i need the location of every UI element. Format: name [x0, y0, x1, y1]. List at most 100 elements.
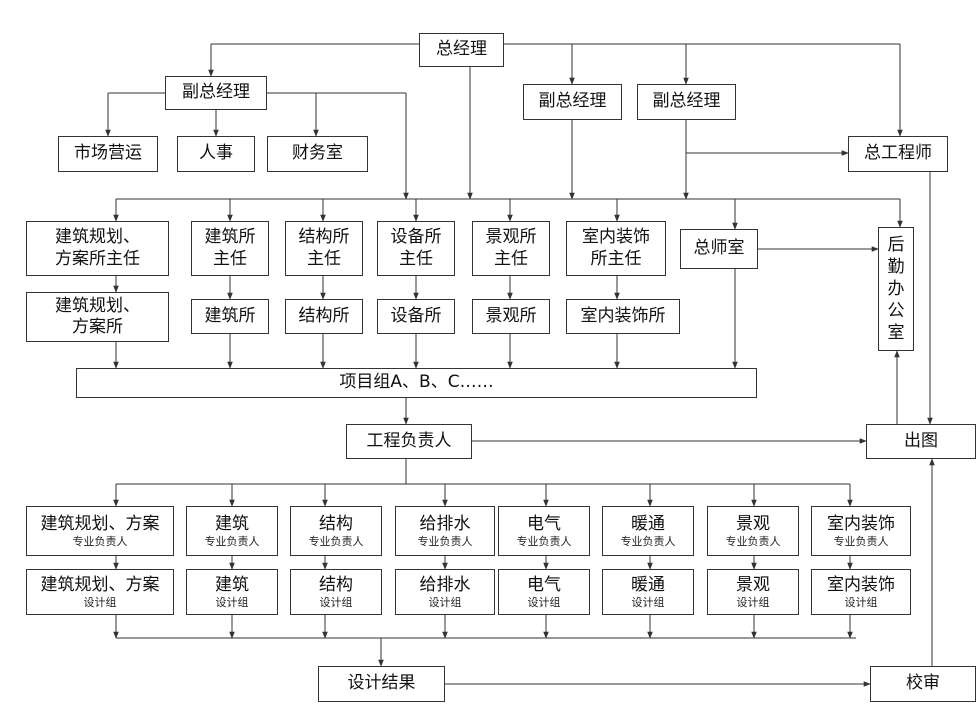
design-group-sub: 设计组 — [428, 596, 462, 610]
general-manager-label: 总经理 — [436, 39, 487, 60]
equip-dept-box: 设备所 — [377, 299, 455, 334]
struct-head-line-2: 主任 — [307, 248, 341, 269]
specialty-lead-sub: 专业负责人 — [72, 535, 128, 549]
interior-dept-label: 室内装饰所 — [580, 305, 666, 326]
struct-dept-label: 结构所 — [298, 305, 350, 326]
chief-architect-office-box: 总师室 — [680, 229, 758, 269]
logistics-char-1: 后 — [887, 234, 905, 255]
vice-gm-box-2: 副总经理 — [523, 84, 622, 120]
design-group-sub: 设计组 — [631, 596, 665, 610]
design-group-title: 电气 — [527, 574, 561, 595]
specialty-lead-title: 建筑规划、方案 — [40, 513, 160, 534]
equip-head-box: 设备所 主任 — [377, 221, 455, 276]
specialty-lead-sub: 专业负责人 — [620, 535, 676, 549]
design-group-sub: 设计组 — [736, 596, 770, 610]
specialty-lead-title: 电气 — [527, 513, 561, 534]
arch-plan-head-line-1: 建筑规划、 — [55, 227, 140, 248]
review-label: 校审 — [906, 673, 940, 694]
specialty-lead-sub: 专业负责人 — [833, 535, 889, 549]
vice-gm-box-3: 副总经理 — [637, 84, 736, 120]
specialty-lead-box: 建筑 专业负责人 — [186, 506, 278, 556]
design-group-box: 景观 设计组 — [707, 569, 799, 615]
arch-plan-dept-line-2: 方案所 — [72, 317, 123, 337]
landscape-head-line-2: 主任 — [494, 248, 528, 269]
arch-dept-label: 建筑所 — [204, 305, 256, 326]
design-group-sub: 设计组 — [83, 596, 117, 610]
design-group-title: 建筑 — [215, 574, 249, 595]
specialty-lead-title: 室内装饰 — [827, 513, 895, 534]
specialty-lead-title: 暖通 — [631, 513, 665, 534]
specialty-lead-box: 室内装饰 专业负责人 — [811, 506, 911, 556]
arch-head-line-2: 主任 — [213, 248, 247, 269]
arch-dept-box: 建筑所 — [191, 299, 269, 334]
specialty-lead-box: 暖通 专业负责人 — [602, 506, 694, 556]
project-groups-label: 项目组A、B、C…… — [339, 372, 494, 393]
specialty-lead-sub: 专业负责人 — [204, 535, 260, 549]
chief-engineer-box: 总工程师 — [848, 136, 948, 172]
vice-gm-label-2: 副总经理 — [538, 91, 607, 112]
logistics-char-2: 勤 — [887, 256, 905, 277]
design-group-title: 结构 — [319, 574, 353, 595]
design-group-box: 给排水 设计组 — [395, 569, 495, 615]
landscape-head-box: 景观所 主任 — [472, 221, 550, 276]
finance-label: 财务室 — [292, 143, 343, 164]
landscape-dept-box: 景观所 — [472, 299, 550, 334]
design-group-title: 建筑规划、方案 — [40, 574, 160, 595]
struct-head-line-1: 结构所 — [298, 227, 350, 248]
project-groups-box: 项目组A、B、C…… — [76, 368, 757, 398]
chief-architect-office-label: 总师室 — [693, 238, 745, 259]
drawing-output-label: 出图 — [904, 430, 938, 451]
landscape-dept-label: 景观所 — [485, 305, 537, 326]
logistics-char-4: 公 — [887, 301, 905, 322]
logistics-char-3: 办 — [887, 278, 905, 299]
specialty-lead-box: 建筑规划、方案 专业负责人 — [26, 506, 174, 556]
design-group-box: 建筑规划、方案 设计组 — [26, 569, 174, 615]
interior-dept-box: 室内装饰所 — [566, 299, 680, 334]
design-group-box: 室内装饰 设计组 — [811, 569, 911, 615]
design-result-label: 设计结果 — [347, 673, 416, 694]
interior-head-line-2: 所主任 — [590, 248, 642, 269]
hr-box: 人事 — [177, 136, 255, 172]
design-group-sub: 设计组 — [319, 596, 353, 610]
finance-box: 财务室 — [267, 136, 368, 172]
design-group-box: 电气 设计组 — [498, 569, 590, 615]
specialty-lead-box: 电气 专业负责人 — [498, 506, 590, 556]
project-lead-label: 工程负责人 — [366, 430, 452, 451]
equip-head-line-2: 主任 — [399, 248, 433, 269]
struct-head-box: 结构所 主任 — [285, 221, 363, 276]
interior-head-line-1: 室内装饰 — [582, 227, 650, 248]
specialty-lead-title: 结构 — [319, 513, 353, 534]
design-group-sub: 设计组 — [215, 596, 249, 610]
design-group-title: 室内装饰 — [827, 574, 895, 595]
specialty-lead-sub: 专业负责人 — [516, 535, 572, 549]
review-box: 校审 — [870, 666, 976, 702]
hr-label: 人事 — [199, 143, 233, 164]
arch-head-box: 建筑所 主任 — [191, 221, 269, 276]
vice-gm-label-3: 副总经理 — [652, 91, 721, 112]
specialty-lead-sub: 专业负责人 — [308, 535, 364, 549]
design-group-title: 暖通 — [631, 574, 665, 595]
design-group-box: 建筑 设计组 — [186, 569, 278, 615]
arch-head-line-1: 建筑所 — [204, 227, 256, 248]
specialty-lead-title: 建筑 — [215, 513, 249, 534]
specialty-lead-box: 景观 专业负责人 — [707, 506, 799, 556]
drawing-output-box: 出图 — [866, 424, 976, 459]
market-ops-label: 市场营运 — [74, 143, 142, 164]
arch-plan-head-box: 建筑规划、 方案所主任 — [26, 221, 169, 276]
specialty-lead-box: 结构 专业负责人 — [290, 506, 382, 556]
arch-plan-head-line-2: 方案所主任 — [55, 248, 140, 269]
struct-dept-box: 结构所 — [285, 299, 363, 334]
specialty-lead-sub: 专业负责人 — [725, 535, 781, 549]
market-ops-box: 市场营运 — [58, 136, 158, 172]
design-result-box: 设计结果 — [318, 666, 445, 702]
design-group-title: 景观 — [736, 574, 770, 595]
design-group-sub: 设计组 — [527, 596, 561, 610]
equip-dept-label: 设备所 — [390, 305, 442, 326]
arch-plan-dept-line-1: 建筑规划、 — [55, 295, 140, 316]
landscape-head-line-1: 景观所 — [485, 227, 537, 248]
project-lead-box: 工程负责人 — [346, 424, 472, 459]
vice-gm-box-1: 副总经理 — [165, 76, 267, 110]
specialty-lead-title: 景观 — [736, 513, 770, 534]
